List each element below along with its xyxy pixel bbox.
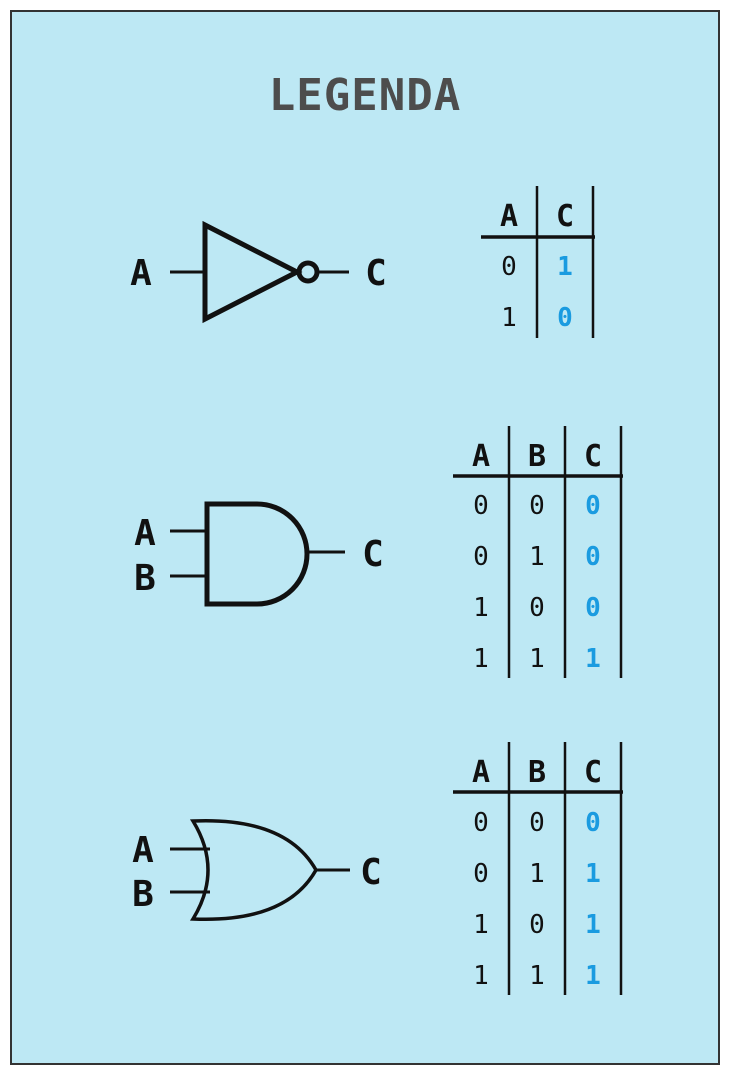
table-cell: 1 xyxy=(473,644,489,674)
table-cell: 0 xyxy=(473,808,489,838)
or-truth-table: A B C 0 0 0 0 1 1 1 0 1 1 1 1 xyxy=(453,742,623,995)
not-input-label: A xyxy=(130,253,152,294)
or-input-b-label: B xyxy=(132,874,154,915)
or-gate: A B C xyxy=(132,818,382,922)
table-header-b: B xyxy=(528,755,546,790)
table-cell: 0 xyxy=(529,808,545,838)
and-gate-body xyxy=(204,501,310,607)
and-input-a-label: A xyxy=(134,513,156,554)
or-gate-body xyxy=(189,818,319,922)
table-cell: 1 xyxy=(473,910,489,940)
table-header-a: A xyxy=(472,439,490,474)
table-cell-output: 0 xyxy=(557,303,573,333)
table-cell: 1 xyxy=(501,303,517,333)
table-cell: 0 xyxy=(473,491,489,521)
table-cell: 0 xyxy=(473,859,489,889)
table-header-b: B xyxy=(528,439,546,474)
table-cell: 0 xyxy=(473,542,489,572)
table-cell: 1 xyxy=(473,593,489,623)
table-cell-output: 0 xyxy=(585,491,601,521)
or-input-a-label: A xyxy=(132,830,154,871)
table-header-a: A xyxy=(472,755,490,790)
table-cell-output: 1 xyxy=(557,252,573,282)
not-output-label: C xyxy=(365,253,387,294)
table-header-c: C xyxy=(584,755,602,790)
legend-card: LEGENDA xyxy=(10,10,720,1065)
and-input-b-label: B xyxy=(134,558,156,599)
not-gate: A C xyxy=(130,220,387,324)
table-cell: 0 xyxy=(529,593,545,623)
table-cell: 1 xyxy=(529,644,545,674)
table-cell-output: 1 xyxy=(585,910,601,940)
table-header-a: A xyxy=(500,199,518,234)
table-header-c: C xyxy=(556,199,574,234)
and-gate: A B C xyxy=(134,501,384,607)
table-cell-output: 0 xyxy=(585,542,601,572)
table-cell: 1 xyxy=(473,961,489,991)
table-cell: 1 xyxy=(529,859,545,889)
table-cell: 0 xyxy=(529,491,545,521)
not-truth-table: A C 0 1 1 0 xyxy=(481,186,595,338)
table-cell: 1 xyxy=(529,961,545,991)
or-output-label: C xyxy=(360,852,382,893)
table-cell: 1 xyxy=(529,542,545,572)
legend-title: LEGENDA xyxy=(268,70,462,121)
table-cell-output: 0 xyxy=(585,808,601,838)
table-cell: 0 xyxy=(529,910,545,940)
table-cell-output: 0 xyxy=(585,593,601,623)
table-header-c: C xyxy=(584,439,602,474)
and-output-label: C xyxy=(362,534,384,575)
and-truth-table: A B C 0 0 0 0 1 0 1 0 0 1 1 1 xyxy=(453,426,623,678)
table-cell-output: 1 xyxy=(585,859,601,889)
table-cell-output: 1 xyxy=(585,644,601,674)
table-cell-output: 1 xyxy=(585,961,601,991)
not-gate-triangle xyxy=(202,220,303,324)
table-cell: 0 xyxy=(501,252,517,282)
